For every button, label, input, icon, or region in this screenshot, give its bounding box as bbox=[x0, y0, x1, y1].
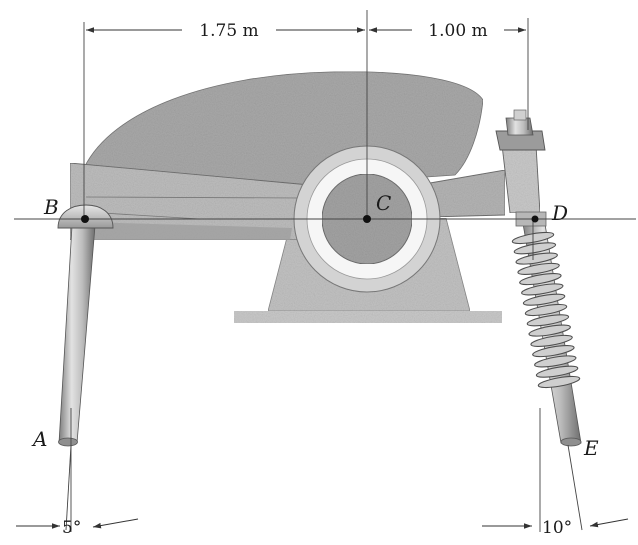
spring-coil bbox=[522, 293, 566, 306]
pin-dot-b bbox=[81, 215, 89, 223]
spring-coil bbox=[530, 334, 573, 347]
point-label-e: E bbox=[583, 436, 599, 460]
spring-coil bbox=[513, 242, 557, 255]
spring-coil bbox=[526, 314, 570, 327]
dimension-bc-label: 1.75 m bbox=[199, 21, 258, 41]
angle-arrow-right-2 bbox=[589, 518, 629, 528]
spring-coil bbox=[515, 252, 558, 265]
spring-coil bbox=[537, 375, 581, 389]
spring-coil bbox=[519, 273, 562, 286]
spring-coil bbox=[534, 355, 577, 368]
point-label-a: A bbox=[31, 427, 47, 451]
angle-label-right: 10° bbox=[542, 518, 572, 538]
rod-tip-stem bbox=[513, 109, 527, 121]
lever-sector bbox=[83, 71, 484, 186]
dimension-cd-label: 1.00 m bbox=[428, 21, 487, 41]
pin-dot-d bbox=[531, 215, 539, 223]
point-label-c: C bbox=[376, 191, 391, 215]
point-label-b: B bbox=[43, 195, 59, 219]
rod-tip bbox=[505, 117, 534, 136]
lever-arm-shade bbox=[86, 222, 292, 240]
lever-arm-right bbox=[429, 169, 506, 218]
collar-d bbox=[501, 144, 541, 214]
spring-coil bbox=[521, 283, 564, 296]
spring-coil bbox=[535, 365, 579, 378]
point-label-d: D bbox=[551, 201, 568, 225]
angle-arrow-left-2 bbox=[92, 518, 139, 529]
incline-line-e bbox=[567, 444, 583, 531]
base-plate bbox=[234, 311, 502, 323]
rod-ab bbox=[58, 225, 96, 447]
pin-dot-c bbox=[363, 215, 371, 223]
spring-coil bbox=[517, 262, 560, 275]
angle-label-left: 5° bbox=[62, 518, 81, 538]
incline-line-a bbox=[65, 444, 72, 531]
spring-coil bbox=[528, 324, 571, 337]
spring-coil bbox=[532, 345, 575, 358]
spring-coil bbox=[524, 303, 568, 317]
spring bbox=[511, 217, 582, 447]
